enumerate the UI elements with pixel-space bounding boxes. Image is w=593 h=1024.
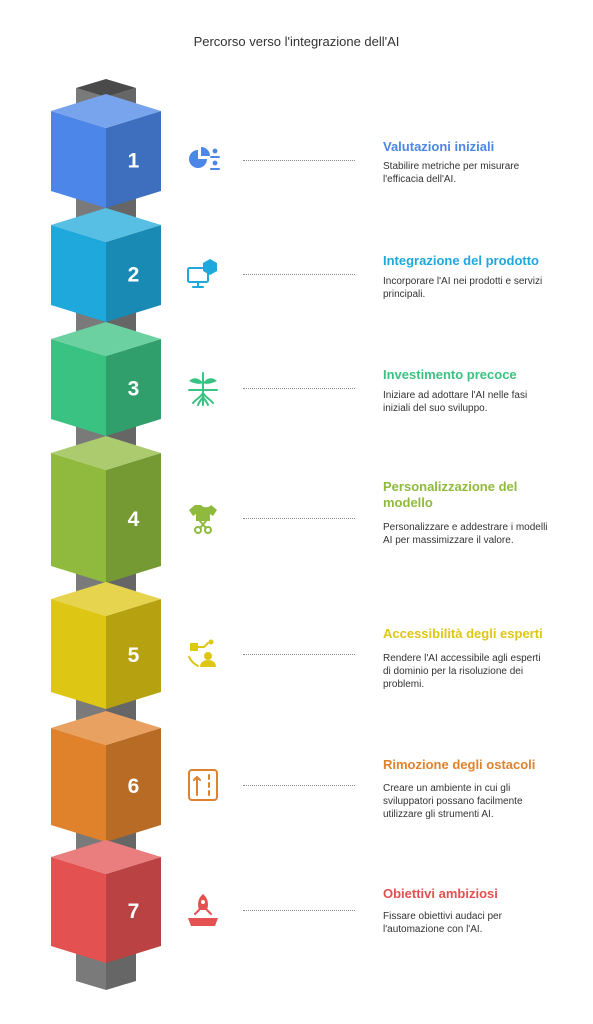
block-5-top xyxy=(51,582,161,616)
shirt-scissors-icon xyxy=(184,499,222,537)
step-title: Rimozione degli ostacoli xyxy=(383,757,536,772)
block-1-left xyxy=(51,111,106,208)
step-description: Stabilire metriche per misurare l'effica… xyxy=(383,161,520,185)
block-number: 5 xyxy=(128,644,140,667)
block-number: 6 xyxy=(128,775,140,798)
step-description: Fissare obiettivi audaci per l'automazio… xyxy=(383,911,502,935)
block-number: 2 xyxy=(128,264,140,287)
step-title: Valutazioni iniziali xyxy=(383,139,495,154)
block-7-top xyxy=(51,840,161,874)
dotted-connector xyxy=(243,388,355,389)
step-description: Incorporare l'AI nei prodotti e servizi … xyxy=(383,276,543,300)
block-number: 7 xyxy=(128,900,140,923)
step-title: Personalizzazione del modello xyxy=(383,479,518,510)
block-3-left xyxy=(51,339,106,436)
block-2-right xyxy=(106,225,161,322)
block-number: 3 xyxy=(128,378,140,401)
step-title: Accessibilità degli esperti xyxy=(383,626,543,641)
dotted-connector xyxy=(243,518,355,519)
dotted-connector xyxy=(243,160,355,161)
block-4-left xyxy=(51,453,106,583)
block-3-top xyxy=(51,322,161,356)
expert-access-icon xyxy=(184,635,222,673)
block-6-right xyxy=(106,728,161,842)
block-5-right xyxy=(106,599,161,709)
step-title: Integrazione del prodotto xyxy=(383,253,539,268)
step-title: Obiettivi ambiziosi xyxy=(383,886,498,901)
block-6-top xyxy=(51,711,161,745)
block-7-right xyxy=(106,857,161,963)
road-arrows-icon xyxy=(184,766,222,804)
sprout-roots-icon xyxy=(184,369,222,407)
block-4-top xyxy=(51,436,161,470)
block-1-top xyxy=(51,94,161,128)
dotted-connector xyxy=(243,274,355,275)
step-description: Iniziare ad adottare l'AI nelle fasi ini… xyxy=(383,390,528,414)
dotted-connector xyxy=(243,785,355,786)
rocket-launch-icon xyxy=(184,891,222,929)
block-5-left xyxy=(51,599,106,709)
block-6-left xyxy=(51,728,106,842)
step-title: Investimento precoce xyxy=(383,367,517,382)
block-1-right xyxy=(106,111,161,208)
block-2-left xyxy=(51,225,106,322)
dotted-connector xyxy=(243,910,355,911)
block-number: 4 xyxy=(128,508,140,531)
block-3-right xyxy=(106,339,161,436)
block-number: 1 xyxy=(128,150,140,173)
step-description: Rendere l'AI accessibile agli esperti di… xyxy=(383,653,541,690)
page-title: Percorso verso l'integrazione dell'AI xyxy=(193,34,400,49)
block-2-top xyxy=(51,208,161,242)
monitor-cube-icon xyxy=(184,255,222,293)
block-7-left xyxy=(51,857,106,963)
step-description: Personalizzare e addestrare i modelli AI… xyxy=(383,522,548,546)
dotted-connector xyxy=(243,654,355,655)
pie-chart-people-icon xyxy=(184,141,222,179)
step-description: Creare un ambiente in cui gli sviluppato… xyxy=(383,783,523,820)
connector-1-top xyxy=(76,79,136,97)
block-4-right xyxy=(106,453,161,583)
